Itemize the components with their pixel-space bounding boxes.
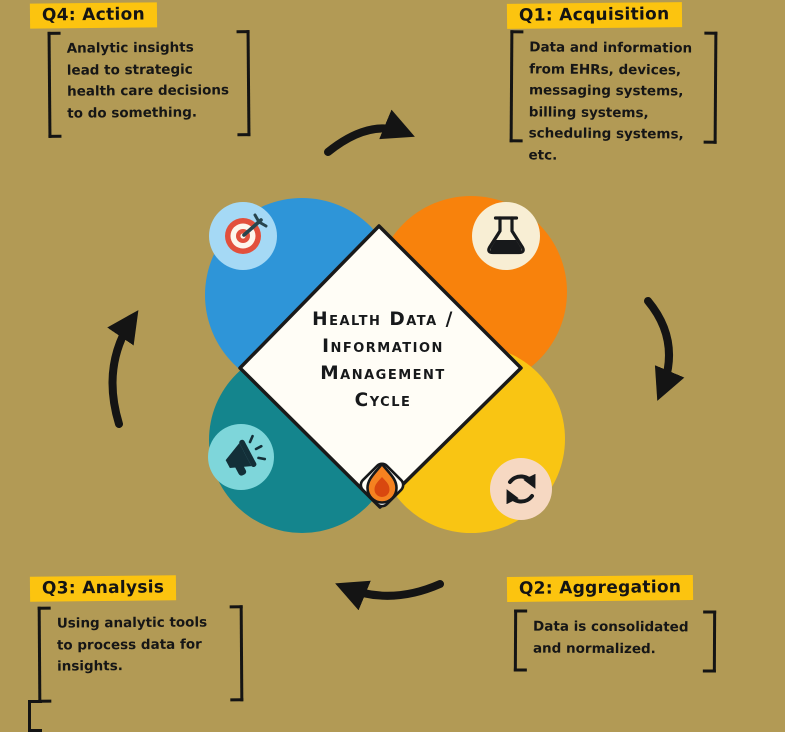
recycle-icon [506,473,536,505]
left-bracket [47,31,62,138]
center-title: Health Data / Information Management Cyc… [312,309,454,411]
center-title-line-3: Management [320,363,446,384]
cycle-arrow-left [107,310,139,428]
right-bracket [702,610,717,673]
q1-description-text: Data and information from EHRs, devices,… [528,39,693,164]
right-bracket [703,31,718,144]
q4-action-description: Analytic insights lead to strategic heal… [47,30,251,138]
center-title-line-1: Health Data / [312,309,454,330]
target-icon [225,213,268,254]
center-title-line-4: Cycle [355,390,412,411]
q3-analysis-description: Using analytic tools to process data for… [37,605,244,703]
q1-acquisition-description: Data and information from EHRs, devices,… [509,30,718,164]
q1-acquisition-label: Q1: Acquisition [506,2,682,29]
cycle-arrow-bottom [335,580,444,611]
cycle-arrow-top [324,109,415,156]
flame-icon [359,462,405,508]
q4-description-text: Analytic insights lead to strategic heal… [66,39,230,122]
q3-description-text: Using analytic tools to process data for… [56,614,208,675]
flask-badge [472,202,540,270]
right-bracket [236,30,251,137]
cycle-arrow-right [644,297,685,401]
q2-aggregation-description: Data is consolidated and normalized. [513,609,717,673]
left-bracket [37,606,52,703]
q2-description-text: Data is consolidated and normalized. [532,618,689,657]
right-bracket [229,605,244,702]
q2-aggregation-label: Q2: Aggregation [506,575,694,602]
flask-icon [487,216,525,255]
left-bracket [513,609,528,672]
recycle-badge [490,458,552,520]
center-title-line-2: Information [322,336,444,357]
q4-action-label: Q4: Action [29,2,158,29]
left-bracket [509,30,524,143]
corner-bracket [28,700,42,732]
q3-analysis-label: Q3: Analysis [29,575,177,602]
megaphone-icon [225,434,267,476]
